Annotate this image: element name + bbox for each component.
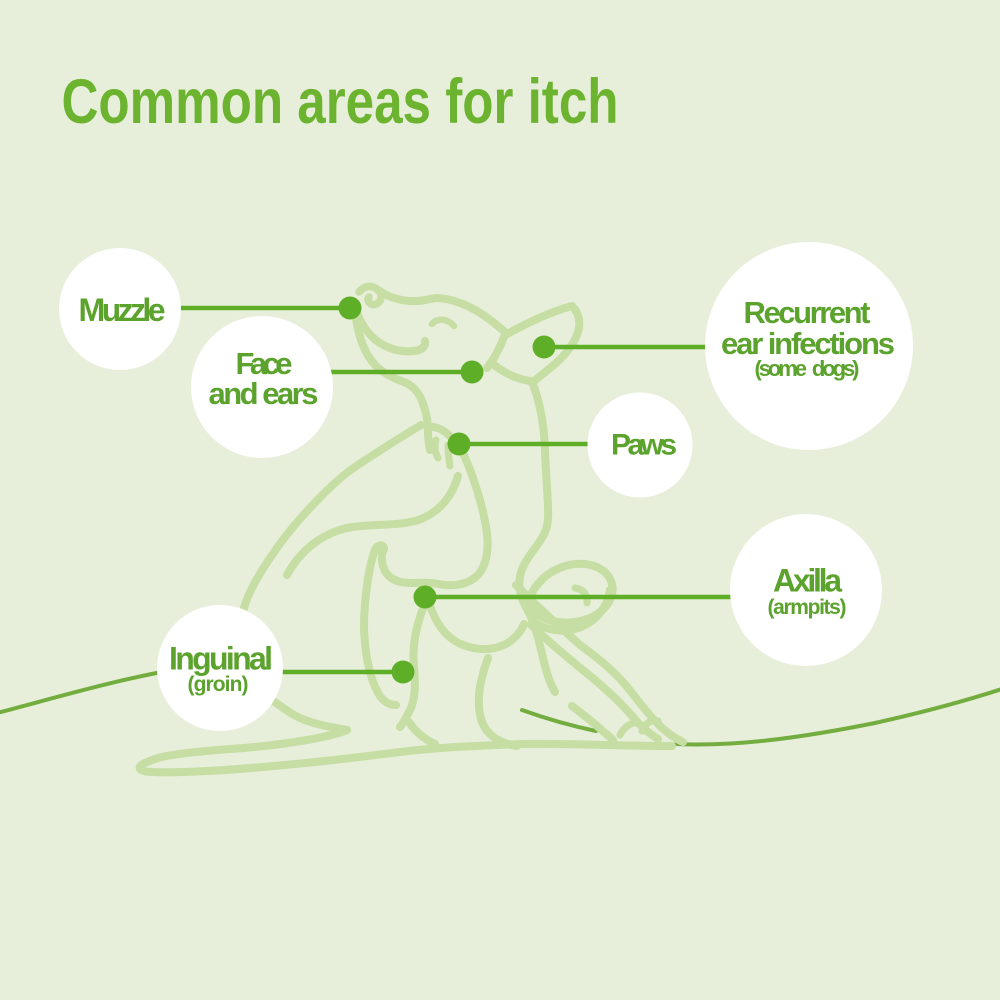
svg-text:(some dogs): (some dogs) xyxy=(755,356,860,381)
svg-text:Common areas for itch: Common areas for itch xyxy=(62,67,619,137)
svg-text:Inguinal: Inguinal xyxy=(169,641,273,677)
svg-text:Paws: Paws xyxy=(611,429,677,462)
svg-text:and ears: and ears xyxy=(209,376,319,411)
svg-text:ear infections: ear infections xyxy=(721,326,895,361)
svg-text:(armpits): (armpits) xyxy=(768,596,847,619)
svg-text:(groin): (groin) xyxy=(188,673,249,696)
svg-text:Recurrent: Recurrent xyxy=(744,295,871,330)
svg-text:Muzzle: Muzzle xyxy=(79,292,166,328)
svg-text:Axilla: Axilla xyxy=(773,563,842,599)
svg-text:Face: Face xyxy=(236,346,293,381)
